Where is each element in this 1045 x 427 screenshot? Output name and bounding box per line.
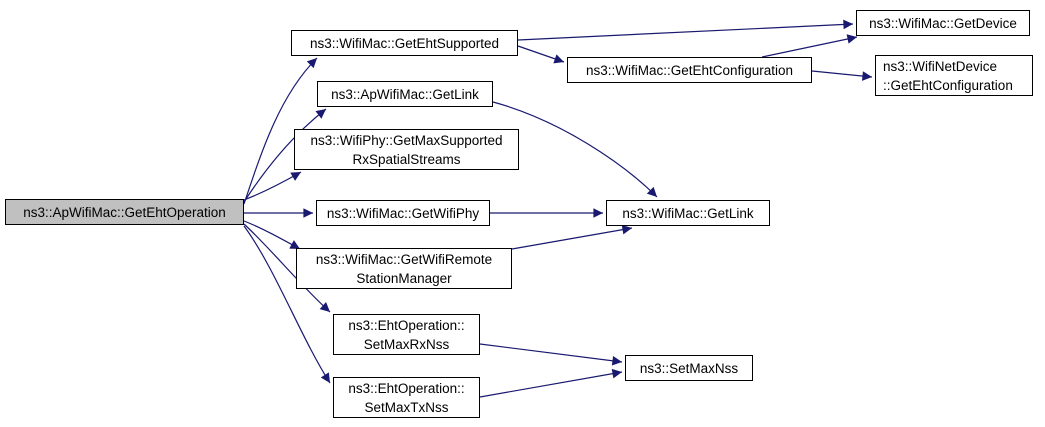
node-label-line: ns3::WifiNetDevice — [883, 58, 998, 74]
edge-ap-wifi-mac-get-eht-operation-to-eht-operation-set-max-rx-nss — [243, 223, 331, 313]
edge-eht-operation-set-max-tx-nss-to-set-max-nss — [479, 368, 623, 398]
node-ap-wifi-mac-get-link[interactable]: ns3::ApWifiMac::GetLink — [317, 81, 493, 107]
node-label-line: StationManager — [356, 270, 452, 286]
node-label-line: ns3::WifiMac::GetEhtSupported — [309, 35, 500, 51]
node-eht-operation-set-max-tx-nss[interactable]: ns3::EhtOperation::SetMaxTxNss — [333, 377, 480, 418]
node-label-line: ns3::ApWifiMac::GetEhtOperation — [23, 204, 226, 220]
node-label-line: ns3::WifiMac::GetEhtConfiguration — [585, 62, 794, 78]
edge-ap-wifi-mac-get-eht-operation-to-eht-operation-set-max-tx-nss — [243, 225, 331, 384]
node-wifi-mac-get-link[interactable]: ns3::WifiMac::GetLink — [606, 200, 770, 226]
edge-wifi-mac-get-eht-configuration-to-wifi-mac-get-device — [761, 34, 858, 58]
node-label-line: ns3::WifiMac::GetWifiPhy — [326, 205, 480, 221]
node-wifi-mac-get-wifi-phy[interactable]: ns3::WifiMac::GetWifiPhy — [316, 200, 490, 226]
node-label-line: ns3::WifiMac::GetLink — [622, 205, 754, 221]
node-label-line: ns3::WifiMac::GetWifiRemote — [315, 251, 493, 267]
node-eht-operation-set-max-rx-nss[interactable]: ns3::EhtOperation::SetMaxRxNss — [333, 314, 480, 355]
node-wifi-mac-get-eht-supported[interactable]: ns3::WifiMac::GetEhtSupported — [291, 30, 518, 56]
node-label-line: ns3::ApWifiMac::GetLink — [331, 86, 479, 102]
node-label-line: RxSpatialStreams — [352, 151, 461, 167]
node-label-line: ns3::SetMaxNss — [639, 360, 739, 376]
node-label-line: SetMaxRxNss — [363, 336, 450, 352]
node-label-line: ::GetEhtConfiguration — [883, 77, 1013, 93]
edge-ap-wifi-mac-get-eht-operation-to-ap-wifi-mac-get-link — [243, 108, 327, 203]
node-label-line: ns3::WifiPhy::GetMaxSupported — [310, 132, 503, 148]
node-label-line: ns3::WifiMac::GetDevice — [869, 15, 1017, 31]
edge-wifi-mac-get-eht-supported-to-wifi-mac-get-device — [517, 19, 854, 41]
edge-ap-wifi-mac-get-link-to-wifi-mac-get-link — [492, 101, 658, 198]
node-wifi-mac-get-eht-configuration[interactable]: ns3::WifiMac::GetEhtConfiguration — [567, 57, 812, 83]
edge-wifi-mac-get-eht-supported-to-wifi-mac-get-eht-configuration — [517, 45, 565, 64]
node-ap-wifi-mac-get-eht-operation[interactable]: ns3::ApWifiMac::GetEhtOperation — [5, 199, 244, 225]
edge-wifi-mac-get-wifi-remote-station-manager-to-wifi-mac-get-link — [511, 224, 633, 250]
edge-ap-wifi-mac-get-eht-operation-to-wifi-mac-get-wifi-remote-station-manager — [243, 220, 301, 250]
node-label-line: ns3::EhtOperation:: — [348, 317, 465, 333]
edge-ap-wifi-mac-get-eht-operation-to-wifi-mac-get-eht-supported — [243, 57, 318, 205]
edge-eht-operation-set-max-rx-nss-to-set-max-nss — [479, 343, 623, 366]
node-label-line: SetMaxTxNss — [364, 399, 449, 415]
edge-wifi-mac-get-eht-configuration-to-wifi-net-device-get-eht-configuration — [811, 70, 873, 81]
node-set-max-nss[interactable]: ns3::SetMaxNss — [625, 355, 753, 381]
edge-ap-wifi-mac-get-eht-operation-to-wifi-phy-get-max-supported-rx-spatial-streams — [243, 171, 302, 201]
node-wifi-mac-get-device[interactable]: ns3::WifiMac::GetDevice — [856, 10, 1030, 36]
node-wifi-net-device-get-eht-configuration[interactable]: ns3::WifiNetDevice::GetEhtConfiguration — [875, 55, 1033, 96]
node-label-line: ns3::EhtOperation:: — [348, 380, 465, 396]
